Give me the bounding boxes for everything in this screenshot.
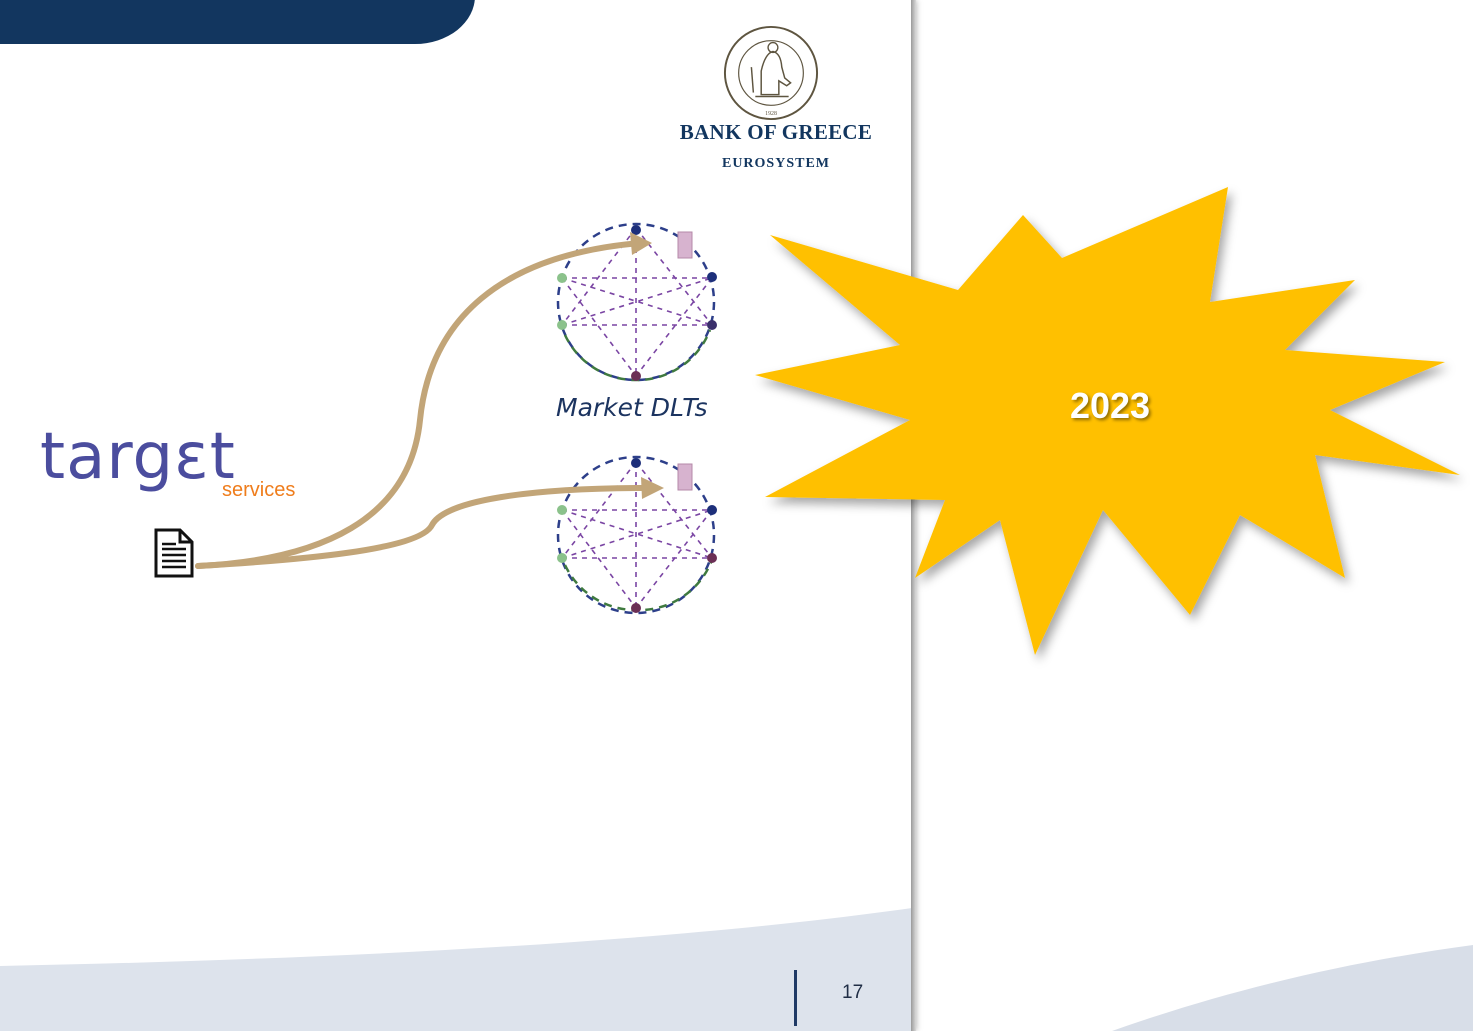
- bank-of-greece-logo: 1928 BANK OF GREECE EUROSYSTEM: [660, 24, 892, 184]
- year-label: 2023: [1069, 385, 1151, 426]
- dlt-network-icon-bottom: [556, 455, 717, 615]
- arrow-curve: [195, 240, 653, 569]
- bank-name: BANK OF GREECE: [679, 120, 873, 144]
- slide-edge: [911, 0, 916, 1031]
- slide: 1928 BANK OF GREECE EUROSYSTEM: [0, 0, 912, 1031]
- bank-seal-icon: 1928: [723, 25, 819, 121]
- arrowhead-bottom: [641, 477, 664, 499]
- flow-diagram: [195, 222, 717, 615]
- seal-year: 1928: [765, 111, 777, 117]
- footer-wave: [0, 908, 912, 1031]
- bank-subtitle: EUROSYSTEM: [721, 156, 831, 171]
- page-number: 17: [842, 982, 864, 1003]
- market-dlts-label: Market DLTs: [556, 393, 708, 422]
- page-separator: [794, 970, 797, 1026]
- target-services-logo: targɛt services: [40, 425, 330, 515]
- background-wave: [1112, 945, 1473, 1031]
- header-bar: [0, 0, 475, 44]
- arrowhead-top: [630, 232, 652, 255]
- target-logo-word: targɛt: [40, 420, 236, 494]
- target-logo-sub: services: [222, 479, 296, 501]
- document-icon: [154, 528, 194, 578]
